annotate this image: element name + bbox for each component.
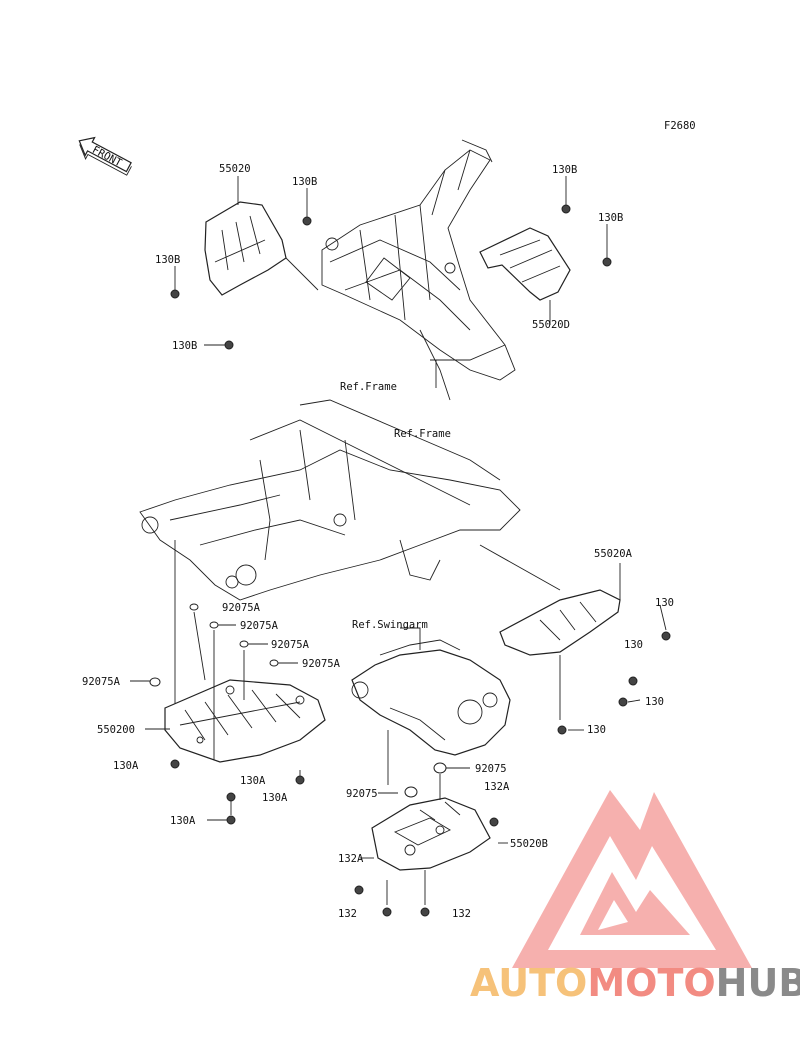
figure-code: F2680: [664, 120, 696, 132]
bracket-55020A: [479, 544, 621, 720]
bolt-130B-b: [170, 289, 180, 299]
label-92075A-c: 92075A: [271, 639, 310, 651]
watermark-text: AUTOMOTOHUB: [470, 961, 800, 1005]
watermark-auto: AUTO: [470, 961, 587, 1005]
cap-92075A-d: [269, 659, 279, 667]
label-130A-b: 130A: [240, 775, 266, 787]
label-55020A: 55020A: [594, 548, 633, 560]
watermark-moto: MOTO: [587, 961, 715, 1005]
label-132-b: 132: [452, 908, 471, 920]
bolt-132-a: [382, 907, 392, 917]
label-132A-a: 132A: [484, 781, 510, 793]
front-arrow-icon: FRONT: [78, 136, 132, 176]
bracket-55020D: [479, 227, 571, 301]
label-ref-frame-lower: Ref.Frame: [394, 428, 451, 440]
label-ref-swingarm: Ref.Swingarm: [352, 619, 428, 631]
cap-92075A-b: [209, 621, 219, 629]
swingarm: [351, 639, 511, 756]
label-130-b: 130: [624, 639, 643, 651]
skid-plate-550200: [164, 679, 326, 763]
label-ref-frame-upper: Ref.Frame: [340, 381, 397, 393]
lower-frame: [139, 399, 521, 740]
automotohub-logo: [512, 790, 752, 968]
cap-92075A-e: [149, 677, 161, 687]
label-92075-a: 92075: [475, 763, 507, 775]
label-55020B: 55020B: [510, 838, 548, 850]
cap-92075A-c: [239, 640, 249, 648]
label-92075A-b: 92075A: [240, 620, 279, 632]
bolt-130B-a: [302, 216, 312, 226]
label-55020: 55020: [219, 163, 251, 175]
label-550200: 550200: [97, 724, 135, 736]
label-55020D: 55020D: [532, 319, 570, 331]
bolt-130B-e: [602, 257, 612, 267]
bolt-130-d: [557, 725, 567, 735]
bolt-130-a: [661, 631, 671, 641]
bolt-130B-d: [561, 204, 571, 214]
bolt-130A-b: [295, 775, 305, 785]
label-130A-c: 130A: [262, 792, 288, 804]
label-130-c: 130: [645, 696, 664, 708]
label-130-d: 130: [587, 724, 606, 736]
label-92075A-e: 92075A: [82, 676, 121, 688]
skid-plate-55020B: [371, 797, 491, 871]
cap-92075-b: [404, 786, 418, 798]
label-130B-c: 130B: [172, 340, 197, 352]
label-92075A-d: 92075A: [302, 658, 341, 670]
upper-frame: [321, 139, 516, 401]
front-label: FRONT: [90, 144, 124, 170]
cap-92075A-a: [189, 603, 199, 611]
bolt-130A-a: [170, 759, 180, 769]
label-130A-a: 130A: [113, 760, 139, 772]
label-130B-a: 130B: [292, 176, 317, 188]
bolt-130A-c: [226, 792, 236, 802]
label-130B-b: 130B: [155, 254, 180, 266]
bolt-132A-b: [354, 885, 364, 895]
label-92075-b: 92075: [346, 788, 378, 800]
bolt-130B-c: [224, 340, 234, 350]
cap-92075-a: [433, 762, 447, 774]
label-130A-d: 130A: [170, 815, 196, 827]
label-130B-e: 130B: [598, 212, 623, 224]
guard-55020: [204, 201, 287, 296]
label-130-a: 130: [655, 597, 674, 609]
bolt-132-b: [420, 907, 430, 917]
label-130B-d: 130B: [552, 164, 577, 176]
bolt-130-b: [628, 676, 638, 686]
bolt-132A-a: [489, 817, 499, 827]
label-132A-b: 132A: [338, 853, 364, 865]
label-92075A-a: 92075A: [222, 602, 261, 614]
watermark-hub: HUB: [716, 961, 800, 1005]
bolt-130-c: [618, 697, 628, 707]
label-132-a: 132: [338, 908, 357, 920]
bolt-130A-d: [226, 815, 236, 825]
